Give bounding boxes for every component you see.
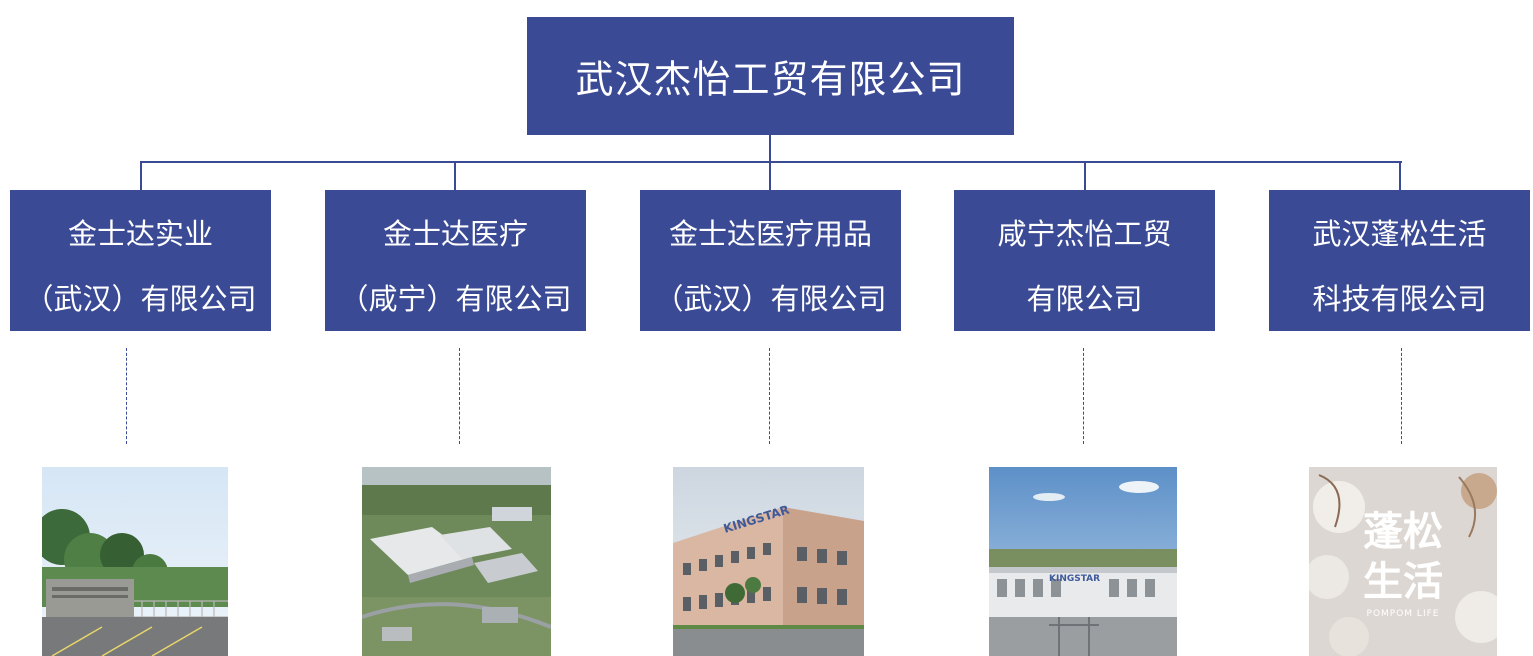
photo-leader-2 [459,348,460,444]
subsidiary-box-4: 咸宁杰怡工贸 有限公司 [954,190,1215,331]
subsidiary-name-line1: 金士达医疗用品 [668,217,872,251]
subsidiary-name-line2: 科技有限公司 [1312,282,1487,316]
branch-connector-horizontal [140,161,1402,163]
subsidiary-name-line2: （武汉）有限公司 [24,282,257,316]
subsidiary-box-3: 金士达医疗用品 （武汉）有限公司 [640,190,901,331]
subsidiary-box-5: 武汉蓬松生活 科技有限公司 [1269,190,1530,331]
panorama-sign-text: KINGSTAR [1049,574,1100,584]
brand-cn-line2: 生活 [1363,559,1443,605]
subsidiary-name-line1: 金士达医疗 [382,217,528,251]
brand-cn-line1: 蓬松 [1363,509,1443,555]
subsidiary-name-line1: 武汉蓬松生活 [1312,217,1487,251]
root-company-title: 武汉杰怡工贸有限公司 [575,57,966,102]
factory-gate-photo [42,467,228,656]
branch-connector-2 [454,161,456,190]
subsidiary-name-line1: 金士达实业 [67,217,213,251]
branch-connector-3 [769,161,771,190]
aerial-factory-photo [362,467,551,656]
photo-leader-5 [1401,348,1402,444]
factory-building-photo: KINGSTAR [673,467,864,656]
subsidiary-name-line2: 有限公司 [1026,282,1143,316]
branch-connector-5 [1399,161,1401,190]
root-company-box: 武汉杰怡工贸有限公司 [527,17,1014,135]
brand-en-text: POMPOM LIFE [1367,609,1440,619]
subsidiary-name-line2: （武汉）有限公司 [654,282,887,316]
subsidiary-name-line1: 咸宁杰怡工贸 [997,217,1172,251]
root-connector-vertical [769,135,771,162]
subsidiary-box-1: 金士达实业 （武汉）有限公司 [10,190,271,331]
subsidiary-box-2: 金士达医疗 （咸宁）有限公司 [325,190,586,331]
photo-leader-3 [769,348,770,444]
cotton-brand-photo: 蓬松 生活 POMPOM LIFE [1309,467,1497,656]
branch-connector-4 [1084,161,1086,190]
photo-leader-4 [1083,348,1084,444]
subsidiary-name-line2: （咸宁）有限公司 [339,282,572,316]
photo-leader-1 [126,348,127,444]
branch-connector-1 [140,161,142,190]
factory-panorama-photo: KINGSTAR [989,467,1177,656]
